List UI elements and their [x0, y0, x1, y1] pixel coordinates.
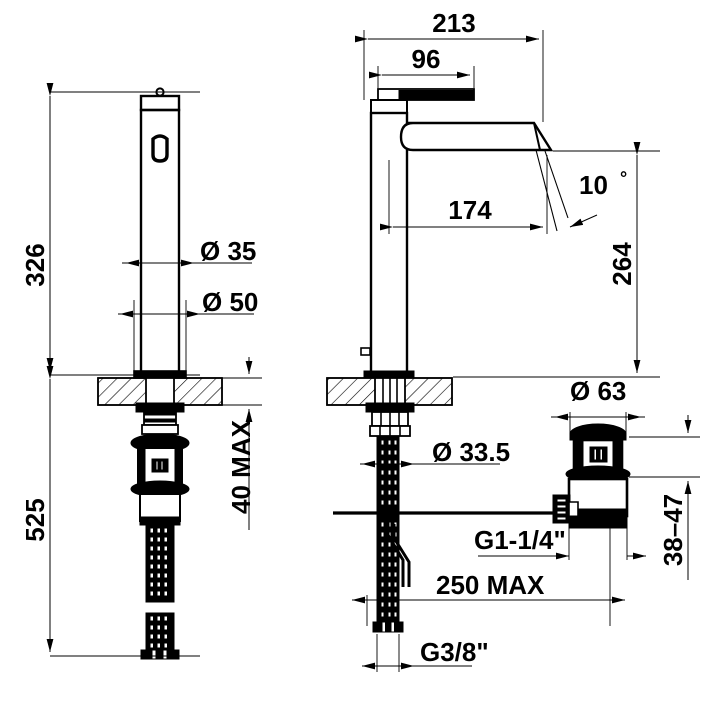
- waste-slot: [589, 446, 608, 463]
- label-dia-35: Ø 35: [200, 236, 256, 266]
- label-40-max: 40 MAX: [226, 419, 256, 514]
- dim-525: [46, 366, 200, 657]
- label-213: 213: [432, 8, 475, 38]
- dim-angle-10: [535, 149, 598, 232]
- hose-end-nut: [140, 649, 180, 660]
- handle-base: [370, 99, 408, 114]
- front-washer-plate: [365, 402, 415, 413]
- side-button-icon: [360, 347, 371, 356]
- handle-cap: [139, 94, 181, 112]
- dim-96: [369, 66, 475, 88]
- pop-up-waste-detail: [552, 423, 631, 529]
- label-264: 264: [607, 242, 637, 286]
- dim-264: [453, 142, 660, 378]
- label-dia-50: Ø 50: [202, 287, 258, 317]
- label-250-max: 250 MAX: [436, 570, 545, 600]
- faucet-body-column: [369, 111, 409, 377]
- front-hose-end-nut: [372, 621, 404, 633]
- label-g3-8: G3/8": [420, 637, 489, 667]
- lift-rod-joint: [376, 507, 400, 523]
- brand-logo-icon: [151, 134, 169, 163]
- label-174: 174: [448, 195, 492, 225]
- faucet-column: [139, 108, 181, 377]
- waste-tailpiece: [568, 515, 628, 529]
- label-38-47: 38–47: [658, 494, 688, 566]
- label-96: 96: [412, 44, 441, 74]
- dim-250-max: [352, 528, 625, 626]
- cartridge-slot: [151, 458, 169, 473]
- front-view: [326, 88, 572, 633]
- spout: [399, 121, 554, 152]
- dim-38-47: [629, 415, 700, 580]
- lock-nut: [141, 424, 179, 435]
- dim-40-max: [222, 357, 262, 530]
- label-326: 326: [20, 243, 50, 286]
- label-degree-symbol: °: [620, 168, 627, 188]
- dim-dia-63: [551, 412, 645, 440]
- flex-hose-upper: [145, 524, 175, 603]
- left-side-view: [97, 87, 223, 660]
- dim-326: [46, 83, 200, 376]
- lift-rod-lever: [386, 520, 405, 587]
- dim-g3-8: [362, 634, 472, 672]
- dim-213: [355, 30, 544, 122]
- label-dia-63: Ø 63: [570, 376, 626, 406]
- dim-dia-50: [118, 300, 254, 375]
- washer-plate: [135, 402, 185, 413]
- shank-in-counter: [145, 377, 175, 406]
- label-525: 525: [20, 498, 50, 541]
- dim-g1-1-4: [478, 528, 646, 560]
- label-dia-33-5: Ø 33.5: [432, 437, 510, 467]
- flex-hose-lower: [140, 612, 180, 660]
- front-base-flange: [363, 370, 415, 379]
- base-flange: [133, 370, 187, 379]
- label-g1-1-4: G1-1/4": [474, 525, 566, 555]
- label-angle-10: 10: [579, 170, 608, 200]
- dim-dia-33-5: [360, 450, 500, 476]
